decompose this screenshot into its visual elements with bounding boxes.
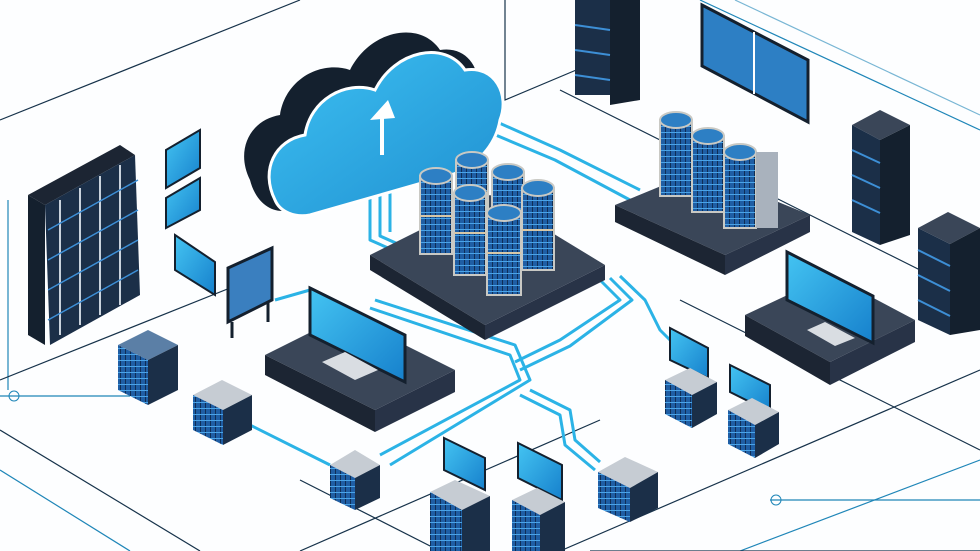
storage-cylinders	[419, 151, 555, 296]
floor-node	[770, 494, 782, 506]
terminal	[430, 436, 490, 551]
tall-rack-right-1	[851, 110, 910, 245]
small-server	[193, 380, 252, 445]
small-server	[118, 330, 178, 405]
wall-screens	[165, 128, 274, 338]
small-server	[330, 450, 380, 510]
terminal	[728, 363, 779, 458]
floor-node	[8, 390, 20, 402]
terminal	[512, 441, 565, 551]
terminal	[665, 326, 717, 428]
workstation-left	[265, 285, 455, 432]
workstation-right	[745, 249, 915, 385]
wall-panel	[700, 2, 810, 125]
right-storage-platform	[615, 111, 810, 275]
up-arrow-icon	[370, 100, 395, 155]
tall-rack-top	[574, 0, 640, 105]
server-rack-large	[28, 145, 140, 345]
tall-rack-right-2	[917, 212, 980, 335]
small-server	[598, 457, 658, 522]
